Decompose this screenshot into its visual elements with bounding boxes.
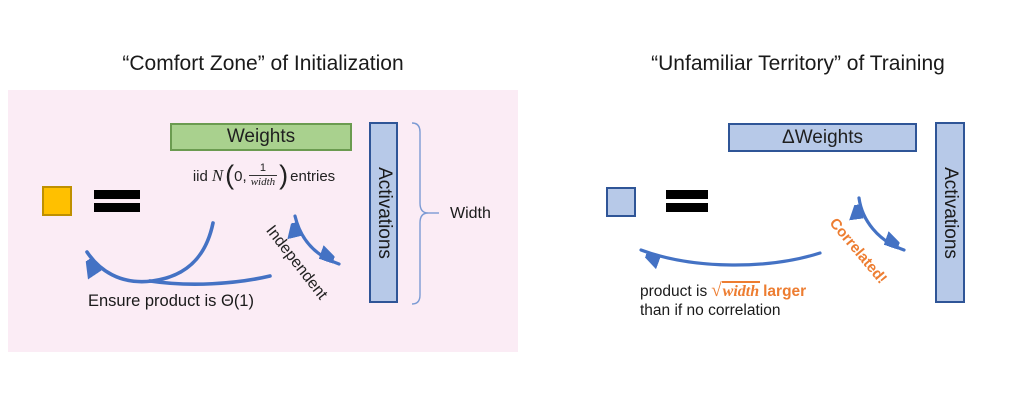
activations-label-left: Activations xyxy=(373,166,395,259)
sqrt-width-term: width xyxy=(721,281,761,300)
weights-box: Weights xyxy=(170,123,352,151)
formula-suffix: entries xyxy=(290,167,336,185)
formula-zero: 0, xyxy=(234,167,247,185)
fraction-denominator: width xyxy=(248,174,278,188)
formula-prefix: iid xyxy=(192,167,208,185)
delta-weights-box: ΔWeights xyxy=(728,123,917,152)
correlated-arrow xyxy=(859,196,906,252)
right-title: “Unfamiliar Territory” of Training xyxy=(651,52,945,75)
activations-label-right: Activations xyxy=(940,166,961,259)
fraction-numerator: 1 xyxy=(259,161,266,174)
product-prefix: product is xyxy=(640,283,708,300)
equals-sign-right xyxy=(666,190,708,212)
formula-open-paren: ( xyxy=(225,159,235,190)
equals-bar xyxy=(94,203,140,212)
output-square-right xyxy=(606,187,636,217)
product-suffix: larger xyxy=(763,283,807,300)
width-label: Width xyxy=(450,205,491,222)
product-size-label: product is √ width larger xyxy=(640,280,806,302)
equals-sign-left xyxy=(94,190,140,212)
correlation-note-label: than if no correlation xyxy=(640,302,781,319)
correlated-label: Correlated! xyxy=(825,214,891,288)
ensure-product-label: Ensure product is Θ(1) xyxy=(88,292,254,310)
product-arrow xyxy=(639,248,822,265)
formula-fraction: 1 width xyxy=(248,161,278,188)
weights-distribution-formula: iid N ( 0, 1 width ) entries xyxy=(172,156,356,196)
output-square-left xyxy=(42,186,72,216)
delta-weights-label: ΔWeights xyxy=(782,126,863,148)
equals-bar xyxy=(94,190,140,199)
left-title: “Comfort Zone” of Initialization xyxy=(122,52,404,75)
activations-box-right: Activations xyxy=(935,122,965,303)
formula-close-paren: ) xyxy=(279,159,289,190)
equals-bar xyxy=(666,203,708,212)
weights-label: Weights xyxy=(226,126,296,147)
normal-distribution-symbol: N xyxy=(211,166,224,185)
equals-bar xyxy=(666,190,708,199)
sqrt-radical-symbol: √ xyxy=(711,280,722,301)
activations-box-left: Activations xyxy=(369,122,398,303)
